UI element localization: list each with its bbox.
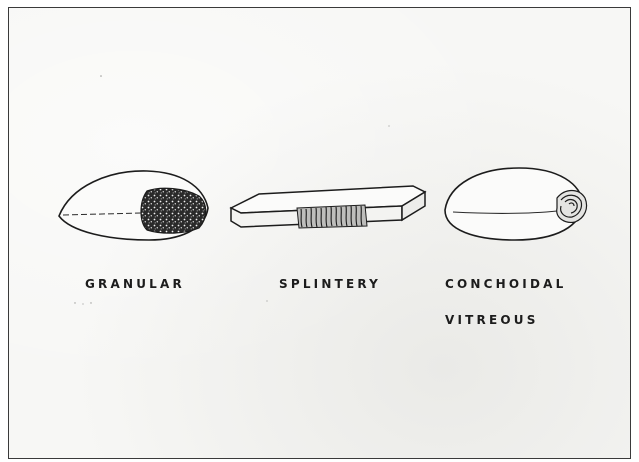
label-vitreous: VITREOUS: [445, 313, 539, 327]
figure-frame: GRANULAR SPLINTERY CONCHOIDAL VITREOUS: [8, 7, 631, 459]
conchoidal-fracture-surface: [557, 191, 587, 223]
fracture-illustrations: [9, 8, 631, 459]
label-conchoidal: CONCHOIDAL: [445, 277, 566, 291]
label-splintery: SPLINTERY: [279, 277, 381, 291]
splintery-specimen: [231, 186, 425, 228]
label-granular: GRANULAR: [85, 277, 185, 291]
granular-fracture-surface: [141, 188, 206, 233]
granular-specimen: [59, 171, 208, 240]
conchoidal-specimen: [445, 168, 587, 240]
